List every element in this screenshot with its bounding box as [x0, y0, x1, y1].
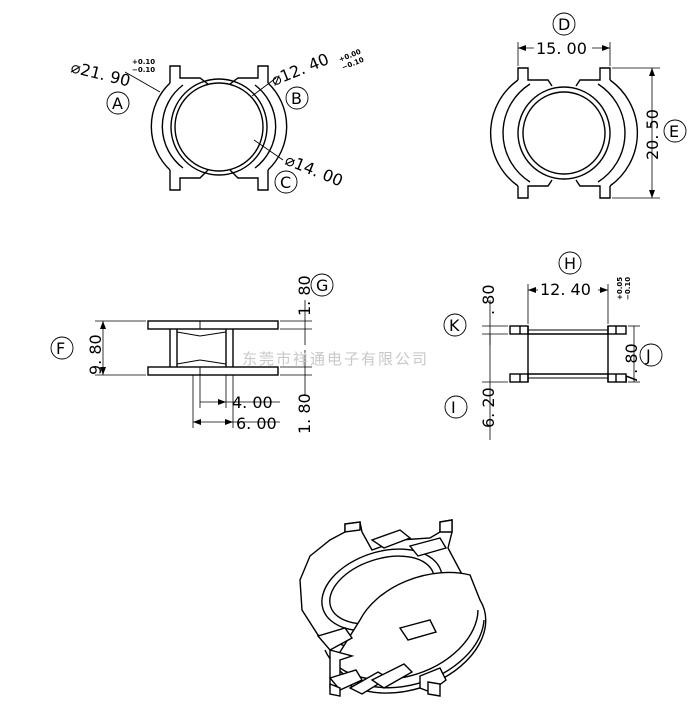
front-view-right: 15. 00 D 20. 50 E — [490, 12, 687, 199]
dim-inner-text: 4. 00 — [232, 393, 273, 412]
label-h: H — [564, 254, 576, 273]
dim-k-text: . 80 — [479, 284, 498, 315]
dim-c-text: ⌀14. 00 — [283, 150, 346, 190]
tol-h-upper: +0.05 — [616, 277, 624, 300]
label-d: D — [558, 15, 570, 34]
tol-a-upper: +0.10 — [132, 58, 155, 66]
dim-g-text: 1. 80 — [295, 275, 314, 316]
label-g: G — [316, 276, 328, 295]
side-view-left: 9. 80 F 1. 80 G 1. 80 4. 00 6. 00 — [50, 273, 334, 434]
label-e: E — [669, 122, 679, 141]
label-c: C — [280, 173, 291, 192]
dim-d-text: 15. 00 — [536, 39, 587, 58]
isometric-view — [299, 519, 487, 697]
tol-a-lower: −0.10 — [132, 66, 155, 74]
dim-bottom-right-text: 1. 80 — [295, 393, 314, 434]
watermark: 东莞市祥通电子有限公司 — [242, 350, 429, 368]
label-a: A — [112, 94, 123, 113]
tol-h-lower: −0.10 — [624, 277, 632, 300]
front-view-left: A B C ⌀21. 90 +0.10 −0.10 ⌀12. 40 +0.00 … — [69, 48, 365, 194]
label-f: F — [56, 339, 65, 358]
dim-h-text: 12. 40 — [540, 280, 591, 299]
side-view-right: 12. 40 H +0.05 −0.10 . 80 K 6. 20 I 7. 8… — [443, 251, 663, 440]
label-j: J — [645, 346, 651, 365]
dim-b-text: ⌀12. 40 — [268, 49, 331, 89]
dim-f-text: 9. 80 — [86, 334, 105, 375]
dim-e-text: 20. 50 — [643, 109, 662, 160]
label-b: B — [291, 89, 302, 108]
label-k: K — [449, 316, 460, 335]
dim-a-text: ⌀21. 90 — [69, 57, 132, 90]
dim-i-text: 6. 20 — [479, 387, 498, 428]
dim-j-text: 7. 80 — [622, 343, 641, 384]
label-i: I — [451, 398, 456, 417]
dim-outer-text: 6. 00 — [236, 414, 277, 433]
